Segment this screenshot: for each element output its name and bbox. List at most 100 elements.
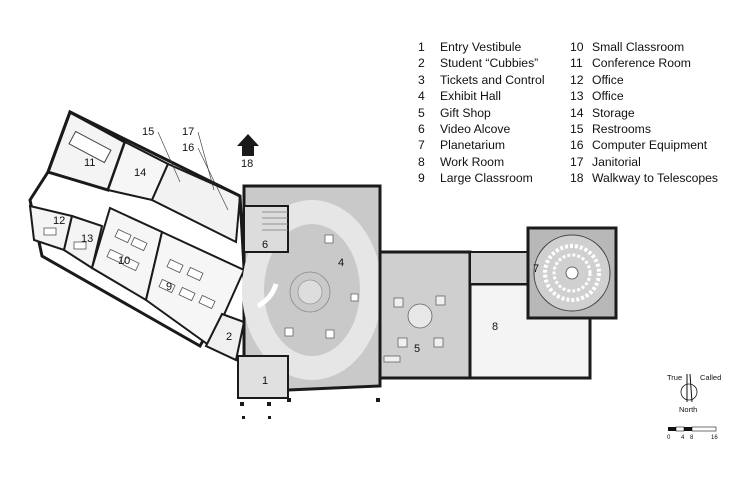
room-2-cubbies bbox=[204, 312, 246, 362]
legend-item: 2 Student “Cubbies” bbox=[418, 55, 578, 71]
legend-label: Small Classroom bbox=[592, 40, 685, 54]
legend-label: Student “Cubbies” bbox=[440, 56, 539, 71]
entry-bollards bbox=[240, 398, 380, 419]
label-room-15: 15 bbox=[142, 126, 154, 138]
legend-number: 2 bbox=[418, 56, 425, 71]
wing-outline bbox=[28, 109, 246, 349]
legend-number: 8 bbox=[418, 154, 425, 169]
legend-item: 13 Office bbox=[570, 88, 730, 104]
label-room-9: 9 bbox=[166, 281, 172, 293]
legend-label: Janitorial bbox=[592, 154, 641, 169]
scale-bar: 0 4 8 16 bbox=[667, 426, 718, 441]
label-room-17: 17 bbox=[182, 126, 194, 138]
gift-shop-fixtures bbox=[383, 295, 446, 363]
compass-true-label: True bbox=[667, 373, 682, 382]
legend-label: Video Alcove bbox=[440, 121, 511, 136]
legend-number: 5 bbox=[418, 105, 425, 120]
corridor bbox=[469, 251, 529, 285]
label-room-11: 11 bbox=[84, 157, 95, 169]
legend-item: 14 Storage bbox=[570, 105, 730, 121]
walkway-arrow bbox=[237, 134, 259, 156]
classroom-desks bbox=[43, 227, 216, 310]
legend-item: 18 Walkway to Telescopes bbox=[570, 170, 730, 186]
label-room-5: 5 bbox=[414, 343, 420, 355]
legend-item: 12 Office bbox=[570, 72, 730, 88]
label-room-10: 10 bbox=[118, 255, 130, 267]
scale-tick-0: 0 bbox=[667, 435, 671, 441]
compass-called-label: Called bbox=[700, 373, 721, 382]
legend-item: 5 Gift Shop bbox=[418, 105, 578, 121]
legend-label: Gift Shop bbox=[440, 105, 491, 120]
room-labels: 1 2 4 5 6 7 8 9 10 11 12 13 14 15 16 17 … bbox=[53, 126, 539, 387]
compass-north-label: North bbox=[679, 405, 697, 414]
legend-number: 11 bbox=[570, 56, 583, 71]
label-room-16: 16 bbox=[182, 142, 194, 154]
curved-wall bbox=[256, 283, 279, 309]
room-legend: 1 Entry Vestibule 2 Student “Cubbies” 3 Tic… bbox=[418, 39, 738, 189]
label-room-18: 18 bbox=[241, 158, 253, 170]
legend-item: 6 Video Alcove bbox=[418, 121, 578, 137]
legend-label: Planetarium bbox=[440, 138, 506, 153]
central-exhibit bbox=[289, 271, 331, 313]
legend-item: 16 Computer Equipment bbox=[570, 137, 730, 153]
legend-item: 15 Restrooms bbox=[570, 121, 730, 137]
legend-number: 17 bbox=[570, 154, 584, 169]
legend-label: Work Room bbox=[440, 154, 505, 169]
legend-label: Office bbox=[592, 89, 624, 104]
label-room-14: 14 bbox=[134, 167, 146, 179]
legend-number: 6 bbox=[418, 121, 425, 136]
legend-item: 11 Conference Room bbox=[570, 55, 730, 71]
legend-item: 1 Entry Vestibule bbox=[418, 39, 578, 55]
label-room-2: 2 bbox=[226, 331, 232, 343]
north-compass: True Called North bbox=[667, 373, 721, 414]
legend-number: 14 bbox=[570, 105, 584, 120]
legend-label: Storage bbox=[592, 105, 635, 120]
legend-item: 7 Planetarium bbox=[418, 137, 578, 153]
legend-number: 12 bbox=[570, 72, 584, 87]
label-room-4: 4 bbox=[338, 257, 344, 269]
legend-number: 1 bbox=[418, 40, 425, 54]
angled-wing bbox=[28, 109, 246, 362]
legend-number: 3 bbox=[418, 72, 425, 87]
legend-label: Large Classroom bbox=[440, 171, 533, 186]
label-room-6: 6 bbox=[262, 239, 268, 251]
room-6-video-alcove bbox=[243, 205, 289, 253]
legend-number: 4 bbox=[418, 89, 425, 104]
legend-label: Conference Room bbox=[592, 56, 691, 71]
conference-table bbox=[68, 130, 112, 164]
scale-tick-3: 16 bbox=[711, 435, 718, 441]
legend-item: 9 Large Classroom bbox=[418, 170, 578, 186]
legend-number: 15 bbox=[570, 121, 584, 136]
legend-item: 3 Tickets and Control bbox=[418, 72, 578, 88]
legend-item: 10 Small Classroom bbox=[570, 39, 730, 55]
legend-label: Walkway to Telescopes bbox=[592, 171, 718, 186]
legend-number: 7 bbox=[418, 138, 425, 153]
scale-tick-1: 4 bbox=[681, 435, 685, 441]
legend-label: Computer Equipment bbox=[592, 138, 708, 153]
legend-label: Restrooms bbox=[592, 121, 651, 136]
legend-column-left: 1 Entry Vestibule 2 Student “Cubbies” 3 Tic… bbox=[418, 39, 578, 187]
legend-label: Office bbox=[592, 72, 624, 87]
scale-tick-2: 8 bbox=[690, 435, 694, 441]
legend-label: Tickets and Control bbox=[440, 72, 545, 87]
label-room-8: 8 bbox=[492, 321, 498, 333]
legend-number: 18 bbox=[570, 171, 584, 186]
label-room-1: 1 bbox=[262, 375, 268, 387]
legend-number: 13 bbox=[570, 89, 584, 104]
legend-label: Exhibit Hall bbox=[440, 89, 501, 104]
legend-number: 10 bbox=[570, 40, 584, 54]
label-room-7: 7 bbox=[533, 263, 539, 275]
legend-number: 9 bbox=[418, 171, 425, 186]
legend-item: 8 Work Room bbox=[418, 154, 578, 170]
exhibit-pedestals bbox=[284, 234, 359, 339]
legend-item: 4 Exhibit Hall bbox=[418, 88, 578, 104]
main-building bbox=[237, 134, 618, 419]
legend-number: 16 bbox=[570, 138, 584, 153]
legend-item: 17 Janitorial bbox=[570, 154, 730, 170]
gift-shop-display bbox=[407, 303, 433, 329]
legend-label: Entry Vestibule bbox=[440, 40, 522, 54]
label-room-13: 13 bbox=[81, 233, 93, 245]
label-room-12: 12 bbox=[53, 215, 65, 227]
